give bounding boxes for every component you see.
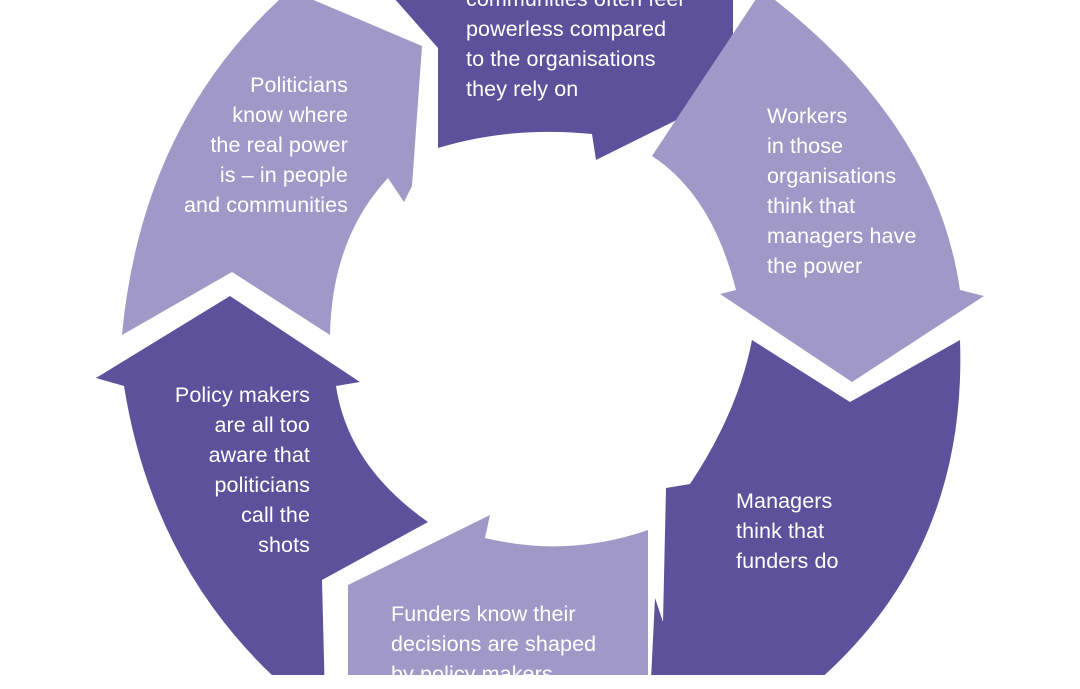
segment-managers [651,340,961,675]
label-workers: Workers in those organisations think tha… [767,104,917,278]
segment-workers [652,0,984,382]
segment-communities [395,0,733,160]
label-politicians: Politicians know where the real power is… [183,73,348,217]
power-cycle-diagram [96,0,984,675]
segment-policy-makers [96,296,428,675]
label-communities: communities often feel powerless compare… [466,0,683,101]
label-funders: Funders know their decisions are shaped … [391,602,597,686]
segment-funders [348,515,648,675]
label-managers: Managers think that funders do [736,489,839,573]
segment-politicians [122,0,422,335]
label-policy-makers: Policy makers are all too aware that pol… [174,383,310,557]
